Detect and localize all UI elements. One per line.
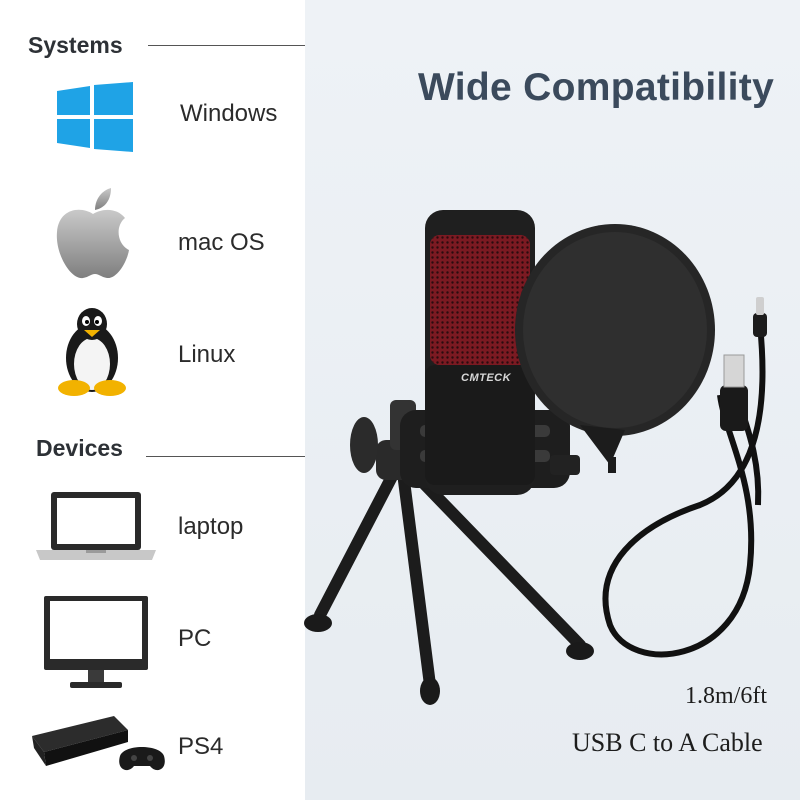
pop-filter-icon xyxy=(515,224,715,473)
devices-divider xyxy=(146,456,305,457)
devices-heading: Devices xyxy=(36,435,123,461)
system-label-macos: mac OS xyxy=(178,229,265,256)
ps4-console-icon xyxy=(30,708,170,780)
device-label-laptop: laptop xyxy=(178,513,244,540)
systems-heading: Systems xyxy=(28,32,123,58)
brand-label: CMTECK xyxy=(461,372,512,384)
system-label-windows: Windows xyxy=(180,100,278,127)
usb-cable-icon xyxy=(602,297,767,658)
apple-logo-icon xyxy=(53,188,133,280)
cable-type-label: USB C to A Cable xyxy=(572,728,763,757)
tripod-icon xyxy=(304,400,594,705)
windows-logo-icon xyxy=(57,82,133,152)
system-label-linux: Linux xyxy=(178,341,236,368)
cable-length-label: 1.8m/6ft xyxy=(685,683,767,709)
device-label-pc: PC xyxy=(178,625,212,652)
monitor-icon xyxy=(44,596,148,692)
systems-divider xyxy=(148,45,305,46)
laptop-icon xyxy=(36,490,156,562)
microphone-icon xyxy=(425,210,535,495)
linux-penguin-icon xyxy=(52,306,132,398)
page-title: Wide Compatibility xyxy=(418,66,775,109)
microphone-kit-illustration xyxy=(280,205,800,705)
device-label-ps4: PS4 xyxy=(178,733,224,760)
